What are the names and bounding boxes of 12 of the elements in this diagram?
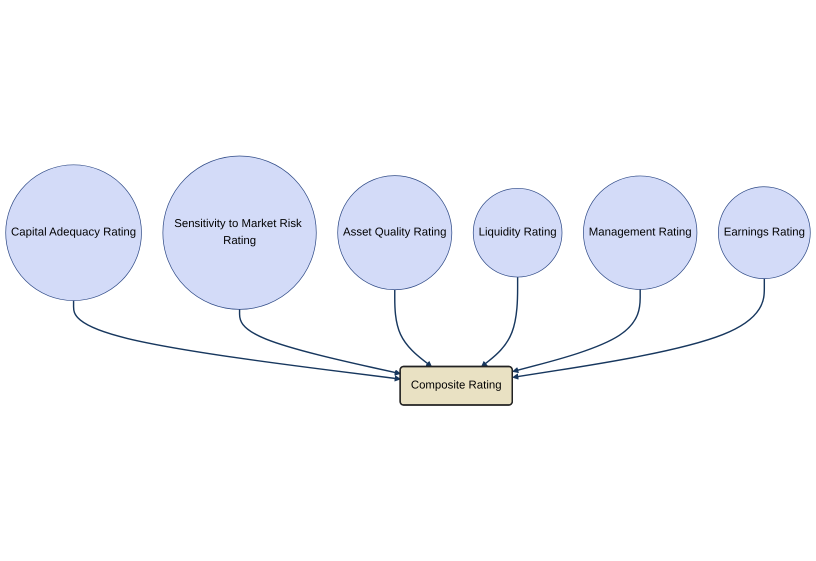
node-circle: Earnings Rating <box>718 186 811 280</box>
arrow <box>512 278 766 380</box>
arrow <box>72 300 401 382</box>
arrow <box>238 309 401 376</box>
node-circle: Asset Quality Rating <box>337 175 452 290</box>
arrow <box>512 289 641 374</box>
node-circle: Capital Adequacy Rating <box>5 164 142 301</box>
arrow <box>481 277 518 368</box>
node-circle: Liquidity Rating <box>472 188 562 278</box>
arrow <box>394 290 432 368</box>
node-circle: Sensitivity to Market Risk Rating <box>162 156 317 310</box>
node-circle: Management Rating <box>583 176 698 290</box>
